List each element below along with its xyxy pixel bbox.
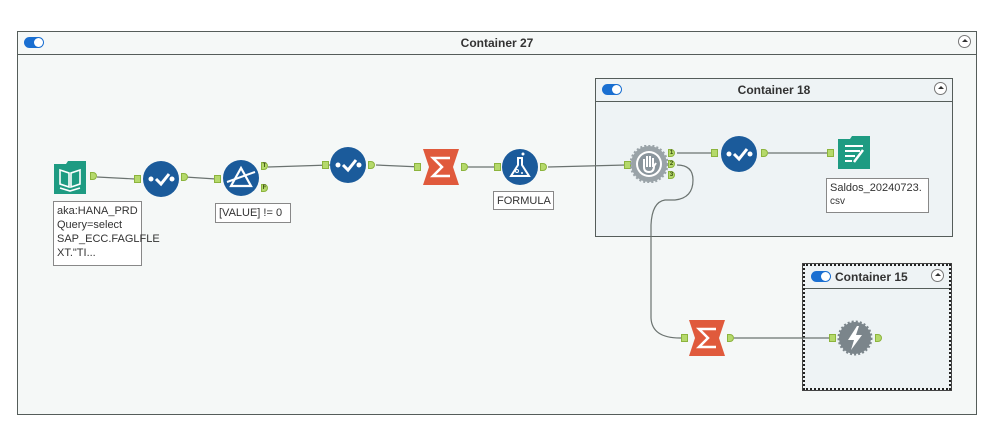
- hand-stop-icon: [630, 145, 668, 183]
- input-data-tool[interactable]: [52, 160, 97, 201]
- input-data-output-anchor[interactable]: [90, 172, 97, 180]
- formula-input-anchor[interactable]: [494, 163, 501, 171]
- select-3-input-anchor[interactable]: [711, 149, 718, 157]
- summarize-1-input-anchor[interactable]: [414, 163, 421, 171]
- annotation-line: SAP_ECC.FAGLFLE: [57, 233, 160, 245]
- container-15-collapse-button[interactable]: [931, 269, 944, 282]
- annotation-line: csv: [830, 196, 845, 207]
- container-27-collapse-button[interactable]: [958, 35, 971, 48]
- annotation-line: XT."TI...: [57, 247, 96, 259]
- input-data-annotation: aka:HANA_PRD Query=select SAP_ECC.FAGLFL…: [53, 201, 160, 266]
- formula-annotation: FORMULA: [493, 191, 554, 210]
- filter-input-anchor[interactable]: [214, 175, 221, 183]
- container-15-header[interactable]: Container 15: [805, 266, 949, 289]
- sigma-icon: [689, 320, 725, 356]
- filter-true-anchor[interactable]: T: [261, 162, 268, 170]
- summarize-1-output-anchor[interactable]: [461, 163, 468, 171]
- container-27-toggle[interactable]: [24, 37, 44, 48]
- container-18-title: Container 18: [737, 83, 811, 97]
- book-icon: [54, 161, 86, 194]
- container-27-title: Container 27: [460, 36, 534, 50]
- annotation-line: Saldos_20240723.: [830, 182, 922, 194]
- block-input-anchor[interactable]: [624, 161, 631, 169]
- output-file-icon: [838, 136, 870, 169]
- select-3-output-anchor[interactable]: [761, 149, 768, 157]
- sigma-icon: [423, 149, 459, 185]
- select-1-output-anchor[interactable]: [181, 173, 188, 181]
- container-18-header[interactable]: Container 18: [596, 79, 952, 102]
- filter-prism-icon: [223, 160, 259, 196]
- summarize-2-input-anchor[interactable]: [681, 334, 688, 342]
- filter-false-anchor[interactable]: F: [261, 184, 268, 192]
- lightning-icon: [837, 320, 873, 356]
- container-15[interactable]: Container 15: [802, 263, 952, 391]
- flask-icon: [502, 149, 538, 185]
- annotation-line: Query=select: [57, 219, 123, 231]
- dynamic-input-anchor[interactable]: [829, 334, 836, 342]
- output-data-annotation: Saldos_20240723. csv: [826, 178, 929, 213]
- summarize-2-output-anchor[interactable]: [727, 334, 734, 342]
- filter-annotation: [VALUE] != 0: [215, 203, 291, 223]
- container-18-toggle[interactable]: [602, 84, 622, 95]
- block-output-3-anchor[interactable]: 3: [668, 171, 675, 179]
- select-check-icon: [721, 136, 757, 172]
- dynamic-output-anchor[interactable]: [875, 334, 882, 342]
- select-2-input-anchor[interactable]: [322, 161, 329, 169]
- container-27-header[interactable]: Container 27: [18, 32, 976, 55]
- block-output-2-anchor[interactable]: 2: [668, 160, 675, 168]
- container-15-toggle[interactable]: [811, 271, 831, 282]
- select-2-output-anchor[interactable]: [368, 161, 375, 169]
- formula-output-anchor[interactable]: [540, 163, 547, 171]
- output-data-input-anchor[interactable]: [827, 149, 834, 157]
- container-15-title: Container 15: [835, 270, 908, 284]
- block-output-1-anchor[interactable]: 1: [668, 149, 675, 157]
- select-1-input-anchor[interactable]: [134, 175, 141, 183]
- select-check-icon: [143, 161, 179, 197]
- container-18-collapse-button[interactable]: [934, 82, 947, 95]
- annotation-line: aka:HANA_PRD: [57, 205, 138, 217]
- select-check-icon: [330, 147, 366, 183]
